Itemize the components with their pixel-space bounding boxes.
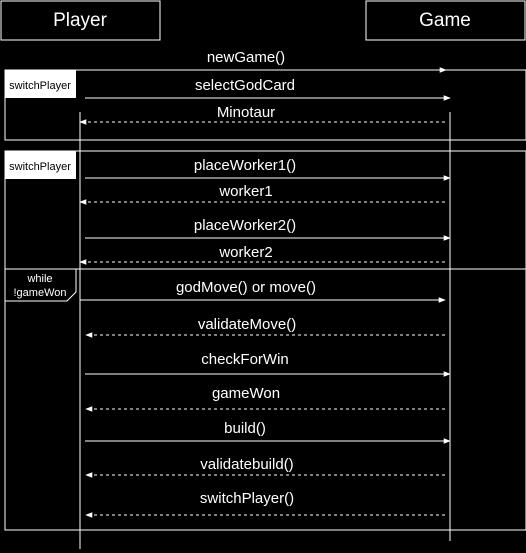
message-minotaur: Minotaur (79, 104, 445, 125)
message-build: build() (85, 420, 451, 444)
message-worker-2-label: worker2 (218, 244, 272, 261)
message-build-label: build() (224, 420, 266, 437)
message-check-for-win: checkForWin (85, 351, 451, 377)
message-select-god-card-label: selectGodCard (195, 77, 295, 94)
frame-while-game-won: while !gameWon (4, 268, 526, 531)
frame-switch-player-1: switchPlayer (4, 69, 526, 141)
message-god-move-or-move-label: godMove() or move() (176, 279, 316, 296)
message-validate-build: validatebuild() (85, 456, 445, 478)
message-game-won-label: gameWon (212, 385, 280, 402)
message-validate-move: validateMove() (85, 316, 445, 338)
frame-switch-player-2: switchPlayer (4, 150, 526, 270)
message-switch-player: switchPlayer() (85, 490, 445, 518)
frame-label-while: while (26, 273, 52, 285)
message-new-game: newGame() (207, 49, 447, 73)
message-place-worker-1-label: placeWorker1() (194, 157, 296, 174)
message-select-god-card: selectGodCard (85, 77, 451, 101)
frame-label-not-game-won: !gameWon (14, 287, 67, 299)
message-game-won: gameWon (85, 385, 445, 412)
message-check-for-win-label: checkForWin (201, 351, 289, 368)
message-worker-1-label: worker1 (218, 183, 272, 200)
actor-game: Game (365, 0, 526, 41)
message-validate-move-label: validateMove() (198, 316, 296, 333)
message-place-worker-1: placeWorker1() (85, 157, 451, 181)
actor-player-label: Player (53, 10, 108, 31)
message-worker-2: worker2 (79, 244, 445, 265)
message-god-move-or-move: godMove() or move() (80, 279, 446, 303)
message-new-game-label: newGame() (207, 49, 285, 66)
message-place-worker-2-label: placeWorker2() (194, 217, 296, 234)
message-place-worker-2: placeWorker2() (85, 217, 451, 241)
message-worker-1: worker1 (79, 183, 445, 205)
frame-label-switch-player-2: switchPlayer (9, 161, 71, 173)
frame-label-switch-player-1: switchPlayer (9, 80, 71, 92)
message-validate-build-label: validatebuild() (200, 456, 293, 473)
message-switch-player-label: switchPlayer() (200, 490, 294, 507)
actor-game-label: Game (419, 10, 471, 31)
message-minotaur-label: Minotaur (217, 104, 275, 121)
actor-player: Player (0, 0, 161, 41)
